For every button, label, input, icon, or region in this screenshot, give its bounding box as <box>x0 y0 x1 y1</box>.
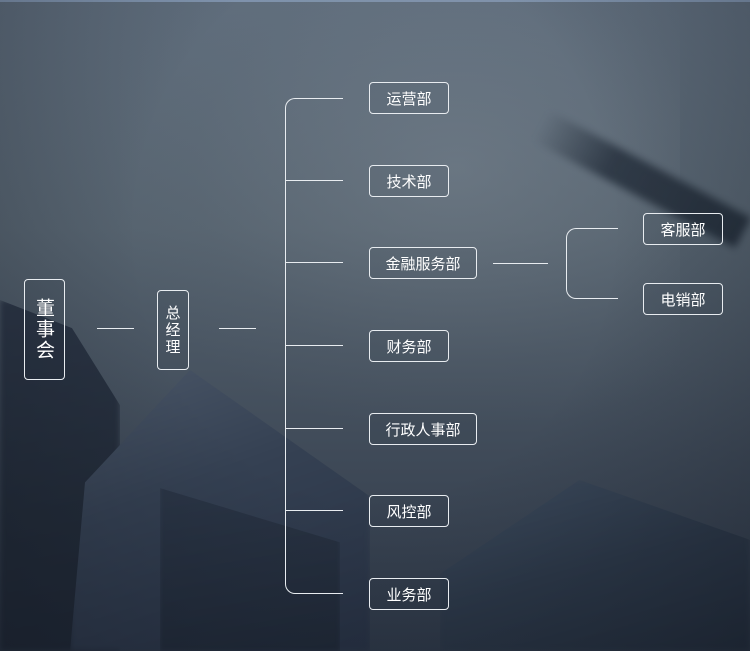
sub-department-label: 电销部 <box>660 290 706 309</box>
org-node-department[interactable]: 业务部 <box>369 578 449 610</box>
connector-finance-subtree <box>493 263 548 264</box>
org-node-sub-department[interactable]: 客服部 <box>643 213 723 245</box>
subtree-branch-line <box>576 228 618 229</box>
org-node-department[interactable]: 行政人事部 <box>369 413 477 445</box>
subtree-top-curve <box>566 228 577 239</box>
org-node-department[interactable]: 风控部 <box>369 495 449 527</box>
department-label: 金融服务部 <box>385 254 461 273</box>
subtree-vertical-line <box>566 238 567 289</box>
department-label: 行政人事部 <box>385 420 461 439</box>
org-node-department[interactable]: 财务部 <box>369 330 449 362</box>
branch-line <box>295 98 343 99</box>
org-node-board-label: 董事会 <box>33 298 55 361</box>
subtree-branch-line <box>576 298 618 299</box>
branch-line <box>286 345 343 346</box>
org-node-department[interactable]: 金融服务部 <box>369 247 477 279</box>
branch-line <box>286 510 343 511</box>
connector-manager-trunk <box>219 328 256 329</box>
department-label: 财务部 <box>386 337 432 356</box>
department-label: 业务部 <box>386 585 432 604</box>
org-node-board[interactable]: 董事会 <box>24 279 65 380</box>
trunk-top-curve <box>285 98 296 109</box>
department-label: 技术部 <box>386 172 432 191</box>
branch-line <box>286 262 343 263</box>
branch-line <box>286 180 343 181</box>
org-node-department[interactable]: 运营部 <box>369 82 449 114</box>
trunk-vertical-line <box>285 108 286 584</box>
branch-line <box>295 593 343 594</box>
sub-department-label: 客服部 <box>660 220 706 239</box>
org-node-general-manager[interactable]: 总经理 <box>157 290 189 370</box>
org-node-sub-department[interactable]: 电销部 <box>643 283 723 315</box>
department-label: 运营部 <box>386 89 432 108</box>
org-node-department[interactable]: 技术部 <box>369 165 449 197</box>
background-building-center-lower <box>160 488 340 651</box>
org-node-general-manager-label: 总经理 <box>163 304 182 356</box>
background-building-right <box>440 480 750 651</box>
connector-board-manager <box>97 328 134 329</box>
department-label: 风控部 <box>386 502 432 521</box>
branch-line <box>286 428 343 429</box>
